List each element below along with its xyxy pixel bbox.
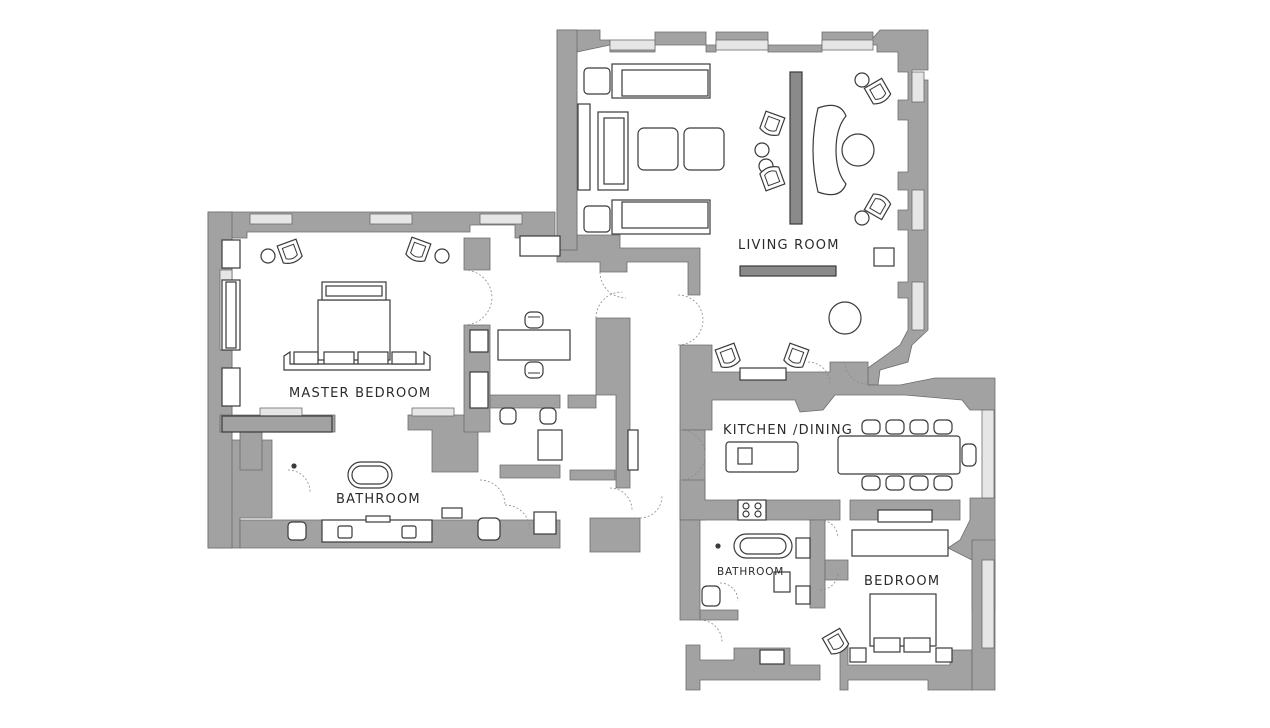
bedroom-label: BEDROOM xyxy=(864,574,940,589)
master-bathroom-label: BATHROOM xyxy=(336,492,421,507)
living-room-label: LIVING ROOM xyxy=(738,238,840,253)
kitchen-dining-furniture xyxy=(627,419,977,523)
living-room-furniture xyxy=(519,63,895,381)
bedroom-furniture xyxy=(701,529,953,665)
master-bedroom-furniture xyxy=(221,239,571,433)
door-swings xyxy=(287,269,869,643)
master-bedroom-label: MASTER BEDROOM xyxy=(289,386,431,401)
bathroom-label: BATHROOM xyxy=(717,566,784,578)
master-bath-fixtures xyxy=(287,407,563,543)
kitchen-dining-label: KITCHEN /DINING xyxy=(723,423,853,438)
